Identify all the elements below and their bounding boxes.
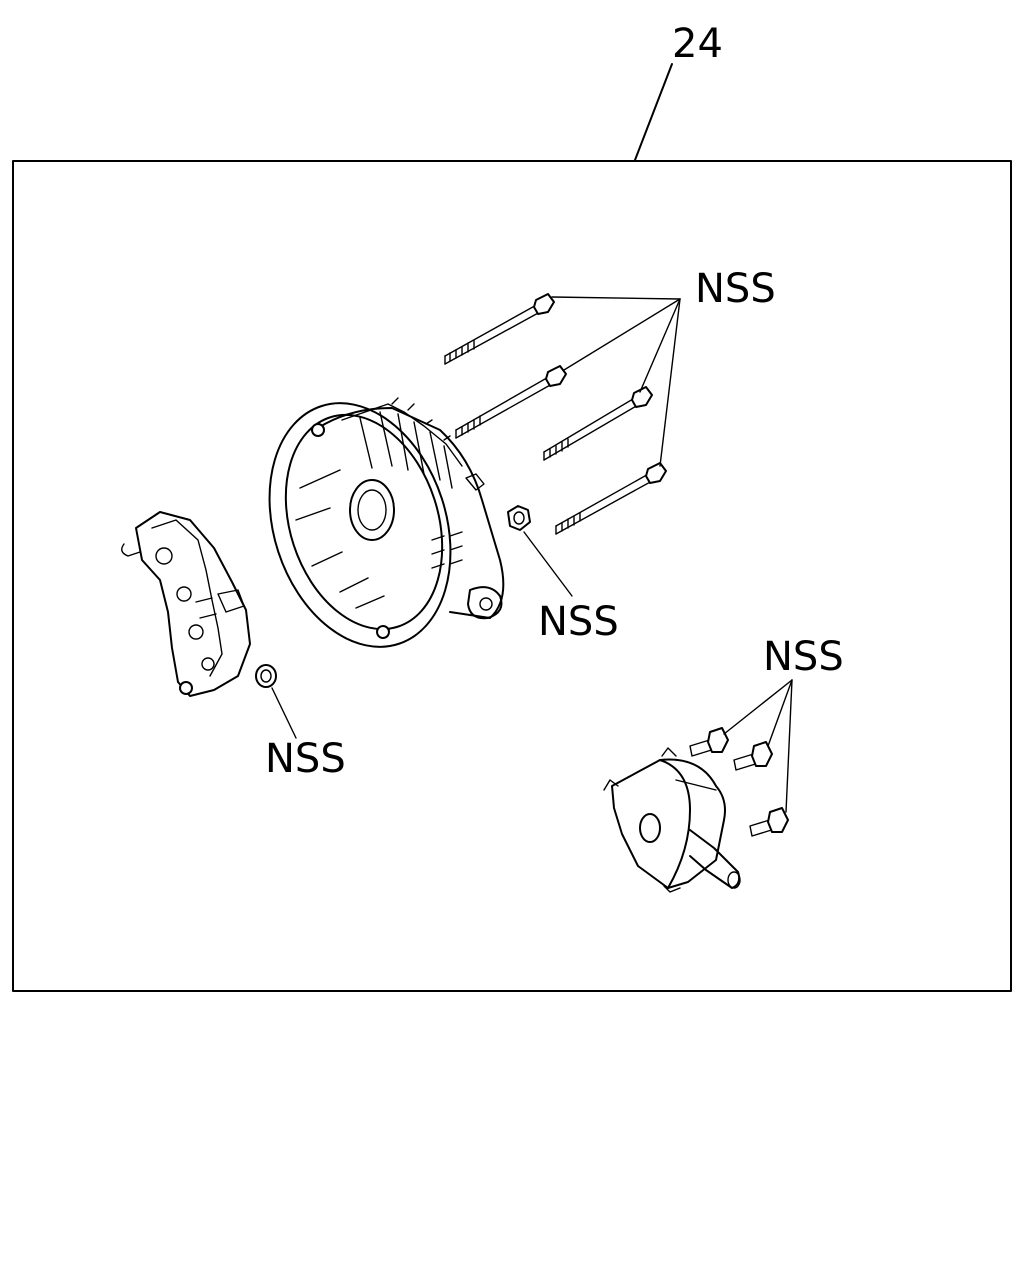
small-bolt-1 — [689, 727, 729, 757]
small-bolt-3 — [749, 807, 789, 837]
small-bolts-leader-lines — [723, 679, 793, 813]
small-bolts-callout-label: NSS — [763, 634, 844, 680]
spacer-nut-callout-label: NSS — [265, 736, 346, 782]
bolts-leader-lines — [551, 296, 681, 467]
rear-housing — [268, 397, 505, 648]
hex-nut — [507, 505, 531, 531]
spacer-nut-leader-line — [271, 687, 297, 739]
through-bolt-2 — [455, 365, 567, 439]
rectifier-assembly — [121, 511, 251, 697]
through-bolt-3 — [543, 386, 653, 461]
assembly-frame — [12, 160, 1012, 992]
small-bolts — [689, 727, 789, 837]
assembly-number-label: 24 — [672, 21, 723, 67]
small-bolt-2 — [733, 741, 773, 771]
through-bolts — [444, 293, 667, 535]
hex-nut-callout-label: NSS — [538, 599, 619, 645]
bolts-callout-label: NSS — [695, 266, 776, 312]
assembly-leader-line — [634, 63, 673, 161]
through-bolt-1 — [444, 293, 555, 365]
hex-nut-leader-line — [523, 531, 573, 597]
spacer-nut — [255, 664, 277, 688]
through-bolt-4 — [555, 462, 667, 535]
rear-cover — [603, 747, 741, 893]
